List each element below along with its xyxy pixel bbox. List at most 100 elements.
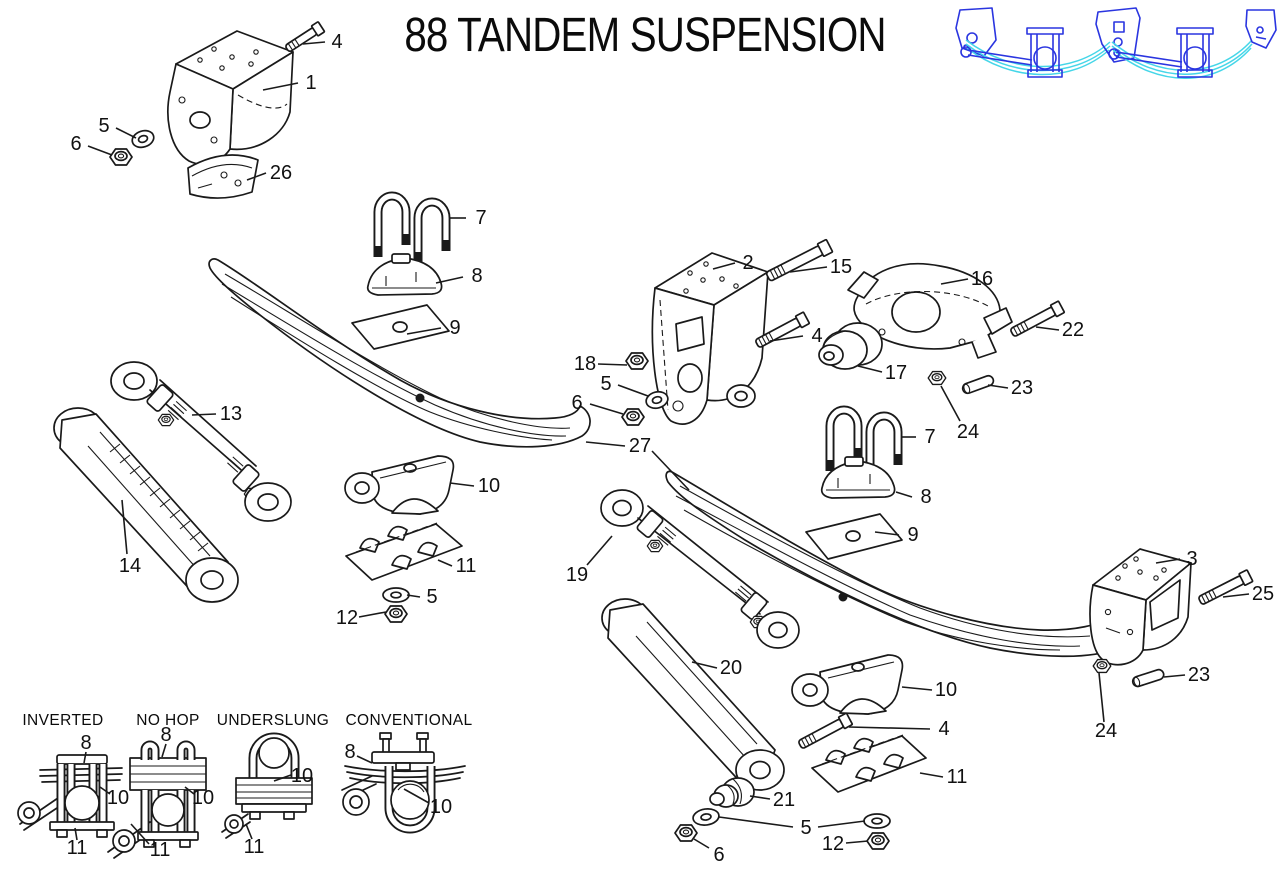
config-conventional-diagram bbox=[341, 732, 466, 834]
config-underslung-diagram bbox=[221, 732, 313, 839]
callout-7-left: 7 bbox=[475, 207, 487, 229]
callout-5-center: 5 bbox=[600, 373, 612, 395]
callout-13: 13 bbox=[219, 403, 243, 425]
page-title: 88 TANDEM SUSPENSION bbox=[404, 9, 886, 62]
callout-21: 21 bbox=[772, 789, 796, 811]
callout-27: 27 bbox=[628, 435, 652, 457]
callout-26: 26 bbox=[269, 162, 293, 184]
callout-6-right: 6 bbox=[713, 844, 725, 866]
part-24-nut bbox=[927, 370, 947, 386]
part-19-adjustable-torque-rod bbox=[600, 489, 800, 649]
config-inverted-diagram bbox=[17, 754, 123, 838]
part-7-u-bolts bbox=[378, 196, 446, 263]
callout-6-front: 6 bbox=[70, 133, 82, 155]
part-13-adjustable-torque-rod bbox=[110, 361, 292, 522]
callout-23-upper: 23 bbox=[1010, 377, 1034, 399]
callout-11-nohop: 11 bbox=[149, 839, 171, 861]
callout-18: 18 bbox=[573, 353, 597, 375]
callout-24-lower: 24 bbox=[1094, 720, 1118, 742]
callout-20: 20 bbox=[719, 657, 743, 679]
callout-10-left: 10 bbox=[477, 475, 501, 497]
callout-17: 17 bbox=[884, 362, 908, 384]
config-label-underslung: UNDERSLUNG bbox=[216, 712, 330, 729]
part-23-spacer-pin bbox=[1130, 667, 1166, 689]
callout-8-nohop: 8 bbox=[160, 724, 172, 746]
callout-10-nohop: 10 bbox=[191, 787, 215, 809]
part-14-rigid-torque-arm bbox=[53, 407, 239, 603]
callout-12-left: 12 bbox=[335, 607, 359, 629]
part-8-spring-cap bbox=[820, 456, 896, 499]
part-21-bushing bbox=[709, 777, 755, 808]
part-5-washer bbox=[382, 587, 410, 603]
callout-4-front: 4 bbox=[331, 31, 343, 53]
callout-5-front: 5 bbox=[98, 115, 110, 137]
callout-10-right: 10 bbox=[934, 679, 958, 701]
callout-24-upper: 24 bbox=[956, 421, 980, 443]
part-3-rear-hanger-bracket bbox=[1089, 548, 1192, 666]
part-27-leaf-spring-rear bbox=[665, 470, 1128, 658]
assembled-suspension-thumbnail bbox=[955, 7, 1277, 79]
callout-4-right: 4 bbox=[938, 718, 950, 740]
callout-11-underslung: 11 bbox=[243, 836, 265, 858]
callout-7-right: 7 bbox=[924, 426, 936, 448]
part-22-bolt bbox=[1008, 300, 1066, 340]
callout-11-right: 11 bbox=[946, 766, 968, 788]
callout-19: 19 bbox=[565, 564, 589, 586]
part-17-bushing bbox=[818, 322, 883, 370]
part-1-front-hanger-bracket bbox=[167, 30, 294, 165]
callout-10-conventional: 10 bbox=[429, 796, 453, 818]
config-label-inverted: INVERTED bbox=[22, 712, 104, 729]
part-26-wear-plate bbox=[187, 154, 259, 199]
part-6-locknut bbox=[109, 148, 133, 166]
part-24-nut bbox=[1092, 658, 1112, 674]
part-12-locknut bbox=[866, 832, 890, 850]
config-label-no-hop: NO HOP bbox=[136, 712, 200, 729]
part-9-spacer-plate bbox=[805, 513, 903, 560]
part-5-washer bbox=[863, 813, 891, 829]
part-18-locknut bbox=[625, 352, 649, 370]
part-20-rigid-torque-arm bbox=[601, 598, 785, 791]
callout-4-center: 4 bbox=[811, 325, 823, 347]
callout-16: 16 bbox=[970, 268, 994, 290]
part-12-locknut bbox=[384, 605, 408, 623]
callout-11-left: 11 bbox=[455, 555, 477, 577]
callout-5-right: 5 bbox=[800, 817, 812, 839]
callout-1: 1 bbox=[305, 72, 317, 94]
callout-8-left: 8 bbox=[471, 265, 483, 287]
part-6-locknut bbox=[621, 408, 645, 426]
part-2-center-hanger-bracket bbox=[651, 252, 769, 425]
part-10-spring-seat bbox=[344, 455, 455, 515]
callout-12-right: 12 bbox=[821, 833, 845, 855]
callout-14: 14 bbox=[118, 555, 142, 577]
part-5-washer bbox=[129, 127, 157, 151]
callout-23-lower: 23 bbox=[1187, 664, 1211, 686]
part-9-spacer-plate bbox=[351, 304, 450, 350]
callout-25: 25 bbox=[1251, 583, 1275, 605]
callout-5-left: 5 bbox=[426, 586, 438, 608]
callout-9-right: 9 bbox=[907, 524, 919, 546]
callout-10-inverted: 10 bbox=[106, 787, 130, 809]
part-11-axle-seat-cap bbox=[811, 733, 927, 793]
part-15-long-bolt bbox=[763, 238, 834, 285]
part-10-spring-seat bbox=[791, 654, 904, 715]
callout-15: 15 bbox=[829, 256, 853, 278]
part-16-equalizer-beam bbox=[847, 262, 1013, 359]
callout-9-left: 9 bbox=[449, 317, 461, 339]
leader-lines bbox=[74, 41, 1250, 849]
part-6-locknut bbox=[674, 824, 698, 842]
part-11-axle-seat-cap bbox=[345, 521, 463, 581]
part-4-bolt bbox=[282, 20, 326, 55]
callout-8-conventional: 8 bbox=[344, 741, 356, 763]
config-no-hop-diagram bbox=[107, 740, 207, 859]
part-27-leaf-spring-front bbox=[208, 258, 591, 448]
config-label-conventional: CONVENTIONAL bbox=[345, 712, 473, 729]
callout-22: 22 bbox=[1061, 319, 1085, 341]
callout-6-center: 6 bbox=[571, 392, 583, 414]
part-4-bolt bbox=[796, 712, 854, 752]
callout-8-inverted: 8 bbox=[80, 732, 92, 754]
callout-2: 2 bbox=[742, 252, 754, 274]
callout-3: 3 bbox=[1186, 548, 1198, 570]
callout-10-underslung: 10 bbox=[290, 765, 314, 787]
